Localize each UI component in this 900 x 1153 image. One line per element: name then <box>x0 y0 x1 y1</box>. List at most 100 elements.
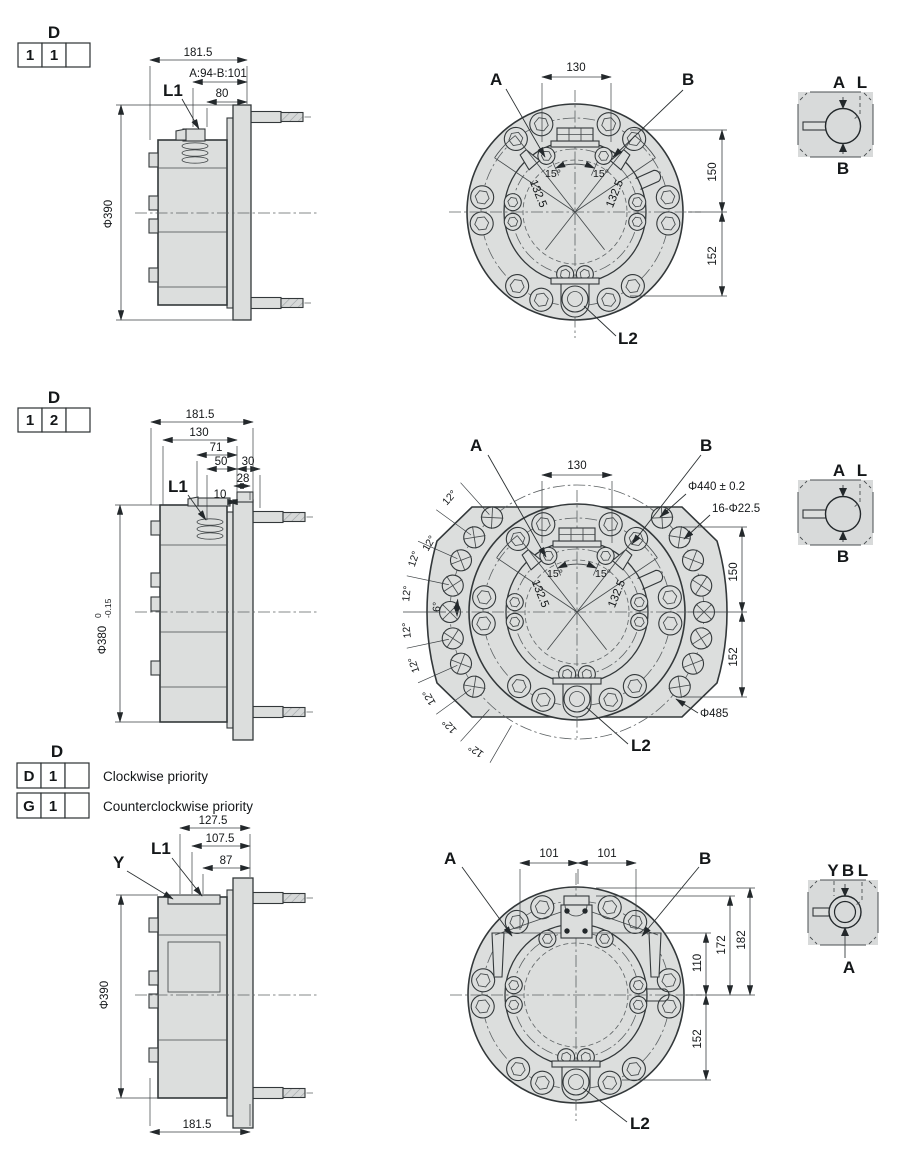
row3-code-cell <box>40 792 66 819</box>
angle-15-left: 15° <box>547 568 563 580</box>
tolerance-low: -0.15 <box>103 598 113 618</box>
row1-side-view: 181.5 A:94-B:101 80 Φ390 L1 <box>103 47 318 321</box>
angle-12: 12° <box>440 488 460 508</box>
dim-182: 182 <box>736 930 748 949</box>
angle-15-left: 15° <box>545 168 561 180</box>
row2-code-cell-value: 1 <box>26 412 34 429</box>
row3-code-cell <box>16 792 42 819</box>
row1-code-cell-value: 1 <box>26 47 34 64</box>
dim-152: 152 <box>707 246 719 265</box>
pump-inner-circle <box>833 900 857 924</box>
angle-12: 12° <box>400 622 414 639</box>
row3-code-cell <box>64 762 90 789</box>
row1: D 1 1 181.5 A:94-B:101 80 <box>17 23 874 348</box>
row3-code-box: D D 1 Clockwise priority G 1 Countercloc… <box>16 742 253 819</box>
port-label-a: A <box>490 70 502 89</box>
port-label-l2: L2 <box>630 1114 650 1133</box>
dim-150: 150 <box>707 162 719 181</box>
row2-code-cell <box>41 407 67 433</box>
angle-12: 12° <box>420 688 438 708</box>
schematic-port-l: L <box>858 861 868 880</box>
flow-arrow-a <box>839 100 847 109</box>
flange-face <box>449 90 701 338</box>
port-label-b: B <box>700 436 712 455</box>
row3-side-view: 127.5 107.5 87 Φ390 181.5 Y L1 <box>99 815 318 1136</box>
dim-107-5: 107.5 <box>206 833 235 845</box>
schematic-port-b: B <box>837 547 849 566</box>
dim-dia-380: Φ380 0 -0.15 <box>93 598 113 654</box>
row3-code-cell <box>40 762 66 789</box>
row2-code-cell <box>65 407 91 433</box>
flow-arrow-b <box>839 143 847 152</box>
dim-87: 87 <box>220 855 233 867</box>
dim-152: 152 <box>728 647 740 666</box>
dim-10: 10 <box>214 489 227 501</box>
row3-front-view: 101 101 A B 182 172 110 152 L2 <box>444 848 755 1133</box>
pump-circle <box>824 495 862 533</box>
dim-101-left: 101 <box>539 848 558 860</box>
dim-127-5: 127.5 <box>199 815 228 827</box>
row1-schematic: A L B <box>797 73 874 178</box>
row3-code-cell <box>64 792 90 819</box>
dim-80: 80 <box>216 88 229 100</box>
angle-6: 6° <box>431 602 443 612</box>
schematic-port-l: L <box>857 73 867 92</box>
port-label-b: B <box>682 70 694 89</box>
row3: D D 1 Clockwise priority G 1 Countercloc… <box>16 742 879 1136</box>
dim-od-485: Φ485 <box>700 708 728 720</box>
row1-code-heading: D <box>48 23 60 42</box>
option-label-counterclockwise: Counterclockwise priority <box>103 799 253 814</box>
row1-code-cell <box>65 42 91 68</box>
port-label-a: A <box>444 849 456 868</box>
row2-code-cell-value: 2 <box>50 412 58 429</box>
angle-12: 12° <box>406 550 422 569</box>
dim-130: 130 <box>189 427 208 439</box>
port-label-y: Y <box>113 853 125 872</box>
schematic-port-l: L <box>857 461 867 480</box>
dim-110: 110 <box>692 954 704 972</box>
pump-circle <box>824 107 862 145</box>
row1-code-cell <box>41 42 67 68</box>
row2: D 1 2 <box>17 388 874 763</box>
dim-101-right: 101 <box>597 848 616 860</box>
dim-181-5: 181.5 <box>183 1119 212 1131</box>
dim-dia-390: Φ390 <box>103 200 115 228</box>
angle-12: 12° <box>440 716 460 736</box>
option-label-clockwise: Clockwise priority <box>103 769 208 784</box>
dim-28: 28 <box>237 473 250 485</box>
tolerance-high: 0 <box>93 613 103 618</box>
port-label-l2: L2 <box>631 736 651 755</box>
dim-130: 130 <box>567 460 586 472</box>
dim-150: 150 <box>728 562 740 581</box>
port-label-l2: L2 <box>618 329 638 348</box>
flow-arrow-a <box>839 488 847 497</box>
angle-labels: 12° 12° 12° 12° 12° 12° 12° 12° 12° 6° <box>400 488 486 760</box>
schematic-port-b: B <box>837 159 849 178</box>
flow-arrow-top <box>841 888 849 897</box>
dim-152: 152 <box>692 1029 704 1048</box>
row2-code-heading: D <box>48 388 60 407</box>
row3-schematic: Y B L A <box>807 861 879 977</box>
dim-a94-b101: A:94-B:101 <box>189 68 247 80</box>
row2-code-cell <box>17 407 43 433</box>
angle-12: 12° <box>400 585 414 602</box>
row3-code-heading: D <box>51 742 63 761</box>
row1-code-cell <box>17 42 43 68</box>
row2-schematic: A L B <box>797 461 874 566</box>
row3-code-cell-value: G <box>23 798 35 815</box>
flow-arrow-bottom <box>841 927 849 936</box>
port-label-l1: L1 <box>163 81 183 100</box>
row3-code-cell <box>16 762 42 789</box>
angle-ticks <box>403 482 512 763</box>
row2-front-view: 12° 12° 12° 12° 12° 12° 12° 12° 12° 6° 1… <box>400 436 760 763</box>
dim-172: 172 <box>716 935 728 954</box>
dim-30: 30 <box>242 456 255 468</box>
port-label-b: B <box>699 849 711 868</box>
angle-15-right: 15° <box>593 168 609 180</box>
flow-arrow-b <box>839 531 847 540</box>
row1-front-view: 130 A B 15° 15° 132.5 132.5 150 152 L2 <box>449 62 727 348</box>
angle-12: 12° <box>466 741 486 760</box>
svg-text:Φ380: Φ380 <box>97 626 109 654</box>
